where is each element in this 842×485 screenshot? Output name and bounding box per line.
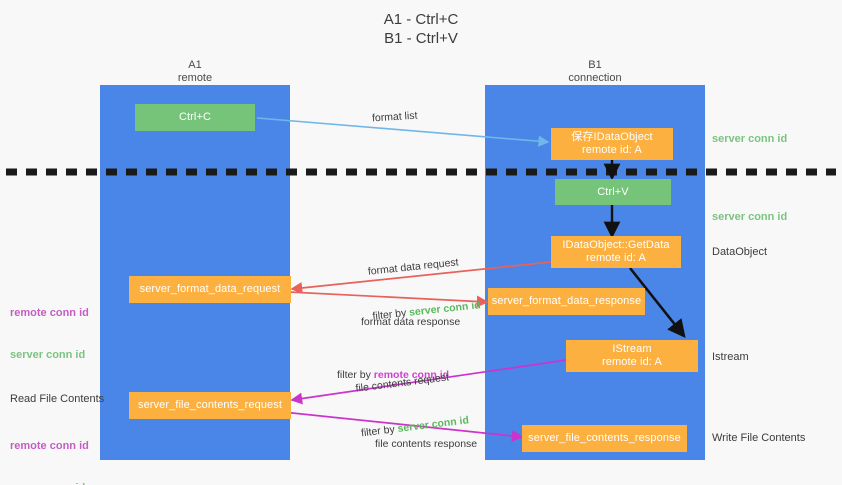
edge-label-format-data-response-filter: filter by remote conn id [337, 368, 460, 383]
edge-label-file-contents-response-text: file contents response [375, 438, 478, 450]
annotation-remote-conn-id-1: remote conn id [10, 307, 89, 319]
annotation-read-file-contents: Read File Contents [10, 393, 105, 405]
edge-label-file-contents-request-text: file contents request [354, 371, 450, 395]
annotation-dataobject: DataObject [712, 246, 768, 258]
edge-label-file-contents-response: file contents response filter by remote … [345, 407, 477, 485]
node-server-file-contents-response[interactable]: server_file_contents_response [522, 425, 687, 452]
node-server-format-data-response[interactable]: server_format_data_response [488, 288, 645, 315]
annotation-server-conn-id-mid: server conn id [712, 211, 788, 223]
node-idataobject-getdata[interactable]: IDataObject::GetData remote id: A [551, 236, 681, 268]
annotation-server-conn-id-2: server conn id [10, 481, 89, 485]
annotation-write-file-contents: Write File Contents [712, 432, 806, 444]
annotation-conn-ids-1: remote conn id server conn id [10, 278, 89, 390]
node-save-idataobject[interactable]: 保存IDataObject remote id: A [551, 128, 673, 160]
filter-value-remote-conn-id: remote conn id [373, 369, 450, 381]
annotation-conn-ids-2: remote conn id server conn id [10, 411, 89, 485]
node-ctrl-v[interactable]: Ctrl+V [555, 179, 671, 205]
node-server-file-contents-request[interactable]: server_file_contents_request [129, 392, 291, 419]
edge-label-format-list: format list [371, 109, 418, 125]
lane-header-a1: A1 remote [177, 59, 213, 84]
annotation-server-conn-id-1: server conn id [10, 349, 86, 361]
edge-label-format-data-response-text: format data response [361, 316, 461, 328]
node-istream[interactable]: IStream remote id: A [566, 340, 698, 372]
filter-prefix: filter by [337, 369, 374, 381]
page-title: A1 - Ctrl+C B1 - Ctrl+V [383, 11, 459, 47]
edge-label-format-data-request-text: format data request [367, 256, 460, 278]
edge-label-format-data-response: format data response filter by remote co… [337, 285, 460, 413]
node-server-format-data-request[interactable]: server_format_data_request [129, 276, 291, 303]
annotation-server-conn-id-top: server conn id [712, 133, 788, 145]
lane-header-b1: B1 connection [568, 59, 622, 84]
node-ctrl-c[interactable]: Ctrl+C [135, 104, 255, 131]
annotation-istream: Istream [712, 351, 749, 363]
annotation-remote-conn-id-2: remote conn id [10, 440, 89, 452]
